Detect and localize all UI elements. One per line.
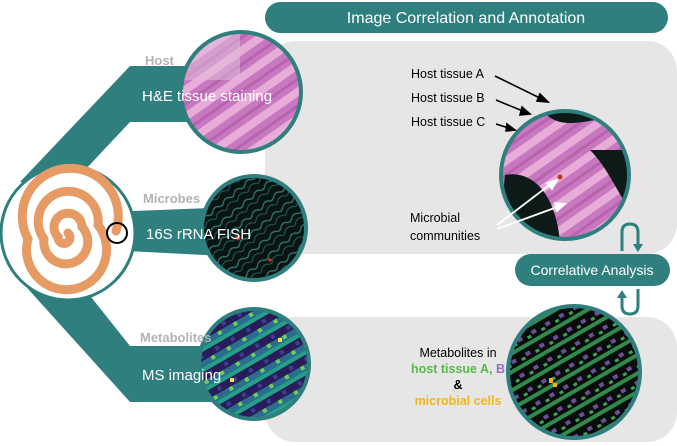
- label-microbial: Microbial: [410, 211, 460, 225]
- label-communities: communities: [410, 229, 480, 243]
- header-pill: [265, 2, 668, 33]
- method-ms-imaging: MS imaging: [142, 367, 221, 384]
- label-metabolites-in: Metabolites in: [419, 346, 496, 360]
- ms-image: [197, 307, 311, 421]
- label-ampersand: &: [453, 378, 462, 392]
- fish-image: [200, 174, 308, 282]
- category-host: Host: [145, 53, 175, 68]
- method-he-staining: H&E tissue staining: [142, 88, 272, 105]
- he-image: [179, 30, 303, 154]
- label-host-tissue-c: Host tissue C: [411, 115, 485, 129]
- annotation-arrows: [494, 75, 551, 132]
- label-host-tissue-ab: host tissue A, B: [411, 362, 505, 376]
- zoom-circle-icon: [106, 222, 128, 244]
- cycle-arrows-icon: [617, 222, 643, 316]
- correlative-pill: [515, 254, 670, 286]
- correlative-label: Correlative Analysis: [531, 262, 654, 278]
- category-microbes: Microbes: [143, 191, 200, 206]
- header-title: Image Correlation and Annotation: [347, 10, 585, 27]
- microbial-arrows: [496, 178, 568, 230]
- method-fish: 16S rRNA FISH: [146, 226, 251, 243]
- spiral-gut-icon: [0, 163, 137, 302]
- label-host-tissue-a: Host tissue A: [411, 67, 485, 81]
- overlay-ms-image: [506, 304, 642, 440]
- label-host-tissue-b: Host tissue B: [411, 91, 485, 105]
- category-metabolites: Metabolites: [140, 330, 212, 345]
- label-microbial-cells: microbial cells: [415, 394, 502, 408]
